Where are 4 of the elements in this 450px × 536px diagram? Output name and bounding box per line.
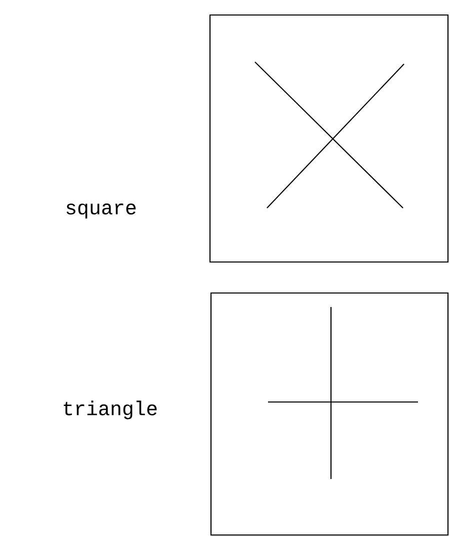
shape-label: triangle [64, 400, 157, 420]
square-box [209, 14, 449, 263]
shape-label: square [66, 204, 136, 218]
square-box [210, 292, 449, 536]
